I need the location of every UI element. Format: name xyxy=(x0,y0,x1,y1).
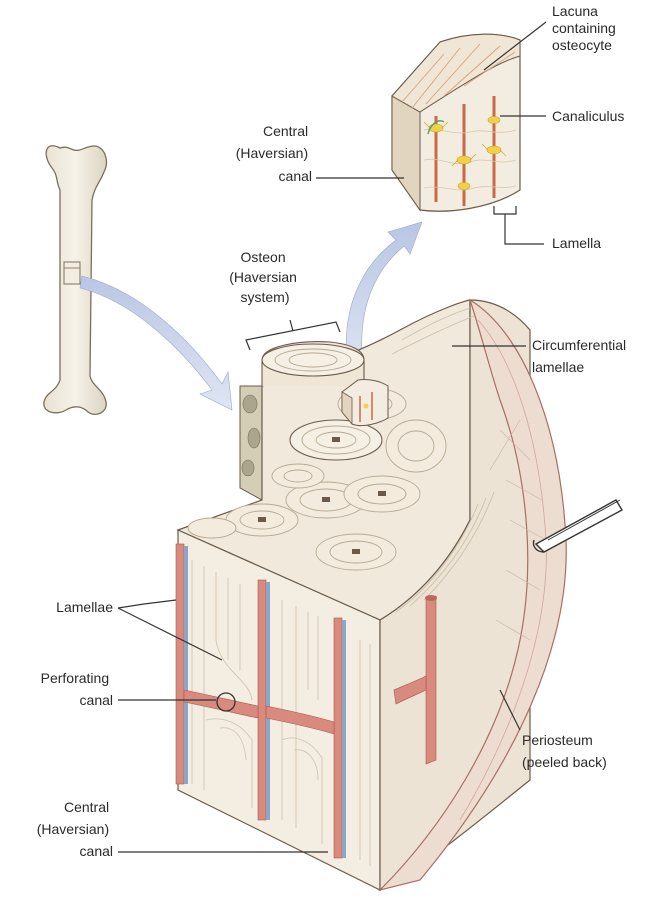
femur-illustration xyxy=(44,146,107,415)
arrow-femur-to-block xyxy=(80,276,232,410)
label-osteon: Osteon (Haversian system) xyxy=(229,249,301,305)
compact-bone-block xyxy=(176,300,622,890)
label-perforating-canal: Perforating canal xyxy=(41,670,113,708)
label-periosteum: Periosteum (peeled back) xyxy=(522,732,607,770)
osteon-wedge-inset xyxy=(392,34,520,211)
label-circumferential-lamellae: Circumferential lamellae xyxy=(532,337,630,375)
label-lamella: Lamella xyxy=(552,235,601,251)
label-lamellae: Lamellae xyxy=(56,599,113,615)
label-central-canal-bottom: Central (Haversian) canal xyxy=(37,799,113,859)
label-canaliculus: Canaliculus xyxy=(552,108,624,124)
label-central-canal-top: Central (Haversian) canal xyxy=(236,123,312,184)
label-lacuna: Lacuna containing osteocyte xyxy=(552,3,620,53)
osteon-wedge-cutout xyxy=(342,379,388,425)
